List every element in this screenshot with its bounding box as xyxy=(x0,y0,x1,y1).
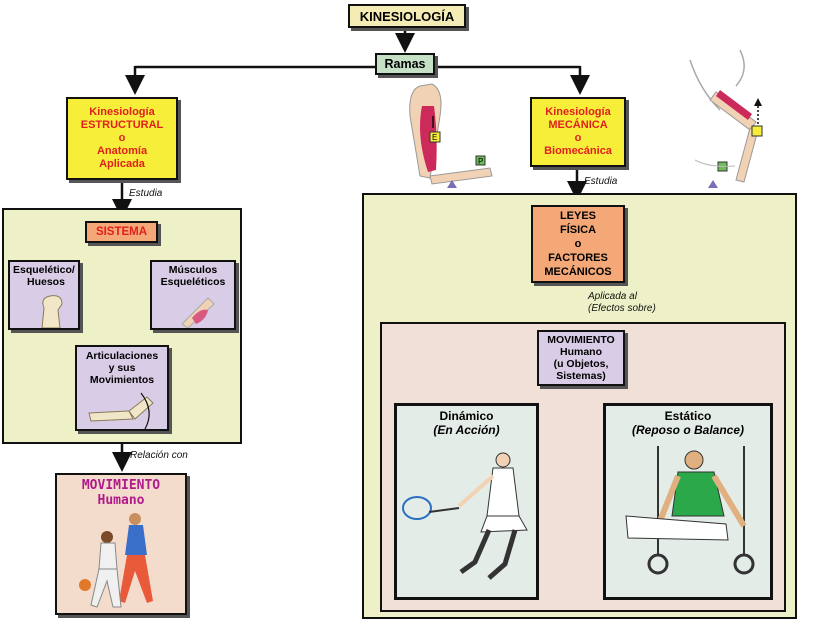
mecanica-line4: Biomecánica xyxy=(544,145,612,157)
bone-icon xyxy=(41,295,63,328)
esqueletico-line2: Huesos xyxy=(27,276,65,288)
leyes-line5: MECÁNICOS xyxy=(544,266,612,278)
basketball-players-illustration xyxy=(79,513,153,608)
joint-icon xyxy=(88,392,154,430)
leyes-line2: FÍSICA xyxy=(559,224,597,236)
aplicada-line1: Aplicada al xyxy=(588,291,637,302)
movimiento-humano-line2: Humano xyxy=(97,493,145,508)
ramas-text: Ramas xyxy=(384,57,426,71)
dinamico-box: Dinámico (En Acción) xyxy=(394,403,539,600)
gymnast-rings-illustration xyxy=(625,446,755,575)
musculos-line2: Esqueléticos xyxy=(160,276,226,288)
estudia-left-label: Estudia xyxy=(129,188,163,199)
tennis-player-illustration xyxy=(402,452,528,580)
muscle-icon xyxy=(181,297,215,328)
leyes-line3: o xyxy=(574,238,582,250)
articulaciones-line3: Movimientos xyxy=(89,374,155,386)
movimiento-box-line2: Humano xyxy=(560,346,602,358)
movimiento-box-line4: Sistemas) xyxy=(556,370,606,382)
relacion-label: Relación con xyxy=(130,450,188,461)
articulaciones-line2: y sus xyxy=(108,362,136,374)
aplicada-line2: (Efectos sobre) xyxy=(588,303,656,314)
estatico-box: Estático (Reposo o Balance) xyxy=(603,403,773,600)
estatico-title: Estático xyxy=(664,409,712,423)
movimiento-humano-objetos-box: MOVIMIENTO Humano (u Objetos, Sistemas) xyxy=(537,330,625,386)
estructural-line1: Kinesiología xyxy=(89,106,155,118)
arm-label-e: E xyxy=(432,133,437,142)
articulaciones-line1: Articulaciones xyxy=(85,350,159,362)
movimiento-box-line1: MOVIMIENTO xyxy=(547,334,615,346)
estructural-line4: Anatomía xyxy=(96,145,148,157)
mecanica-line1: Kinesiología xyxy=(545,106,611,118)
movimiento-humano-box: MOVIMIENTO Humano xyxy=(55,473,187,615)
arm-lever-illustration: E P xyxy=(409,83,493,188)
estatico-subtitle: (Reposo o Balance) xyxy=(631,423,745,437)
arm-curl-illustration xyxy=(689,49,763,188)
leyes-line1: LEYES xyxy=(559,210,597,222)
dinamico-title: Dinámico xyxy=(439,409,494,423)
arm-label-p: P xyxy=(478,157,483,166)
esqueletico-line1: Esquelético/ xyxy=(13,264,75,276)
estructural-line2: ESTRUCTURAL xyxy=(80,119,164,131)
estudia-right-label: Estudia xyxy=(584,176,618,187)
estructural-line5: Aplicada xyxy=(99,158,145,170)
movimiento-box-line3: (u Objetos, xyxy=(553,358,609,370)
mecanica-box: Kinesiología MECÁNICA o Biomecánica xyxy=(530,97,626,167)
mecanica-line3: o xyxy=(574,132,582,144)
leyes-box: LEYES FÍSICA o FACTORES MECÁNICOS xyxy=(531,205,625,283)
leyes-line4: FACTORES xyxy=(548,252,608,264)
musculos-line1: Músculos xyxy=(168,264,218,276)
ramas-box: Ramas xyxy=(375,53,435,75)
title-text: KINESIOLOGÍA xyxy=(359,8,455,24)
estructural-line3: o xyxy=(118,132,126,144)
movimiento-humano-line1: MOVIMIENTO xyxy=(81,478,161,493)
esqueletico-box: Esquelético/Huesos xyxy=(8,260,80,330)
aplicada-label: Aplicada al (Efectos sobre) xyxy=(588,291,656,315)
mecanica-line2: MECÁNICA xyxy=(548,119,608,131)
title-box: KINESIOLOGÍA xyxy=(348,4,466,28)
sistema-text: SISTEMA xyxy=(95,226,148,238)
estructural-box: Kinesiología ESTRUCTURAL o Anatomía Apli… xyxy=(66,97,178,180)
dinamico-subtitle: (En Acción) xyxy=(433,423,500,437)
sistema-box: SISTEMA xyxy=(85,221,158,243)
